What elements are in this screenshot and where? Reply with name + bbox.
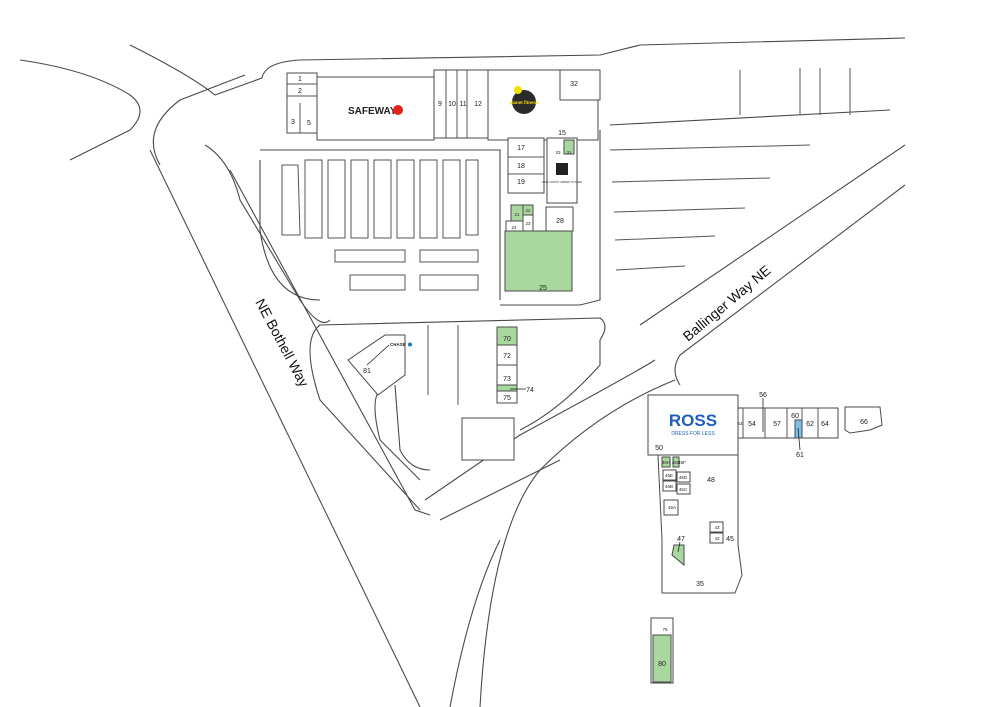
unit-label: 22 xyxy=(525,208,531,213)
unit-label: 56 xyxy=(759,392,767,399)
svg-text:KING COUNTY LIBRARY SYSTEM: KING COUNTY LIBRARY SYSTEM xyxy=(542,181,582,184)
unit-label: 11 xyxy=(459,101,466,108)
unit-label: 72 xyxy=(503,353,511,360)
unit-label: 73 xyxy=(503,376,511,383)
unit-label: 5 xyxy=(307,120,311,127)
unit-label: 46B xyxy=(665,484,673,489)
unit-label: 48 xyxy=(707,477,715,484)
unit-label: 35 xyxy=(696,581,704,588)
unit-label: 43 xyxy=(714,525,720,530)
unit-label: 3 xyxy=(291,119,295,126)
unit-label: 10 xyxy=(448,101,456,108)
unit-label: 46E xyxy=(665,473,673,478)
street-label-ballinger-way: Ballinger Way NE xyxy=(680,262,774,344)
unit-label: 46G xyxy=(672,460,681,465)
unit-label: 81 xyxy=(363,368,371,375)
unit-label: 66 xyxy=(860,419,868,426)
unit-label: 64 xyxy=(821,421,829,428)
svg-text:CHASE: CHASE xyxy=(390,342,406,347)
unit-label: 46A xyxy=(668,505,676,510)
unit-label: 12 xyxy=(474,101,482,108)
unit-label: 24 xyxy=(511,225,517,230)
unit-label: 19 xyxy=(517,179,525,186)
unit-label: 75 xyxy=(503,395,511,402)
unit-label: 54 xyxy=(748,421,756,428)
unit-61-highlight xyxy=(794,419,803,439)
unit-label: 32 xyxy=(570,81,578,88)
unit-label: 46H xyxy=(662,460,670,465)
unit-label: 50 xyxy=(655,445,663,452)
street-label-ne-bothell-way: NE Bothell Way xyxy=(252,296,312,390)
unit-label: 28 xyxy=(556,218,564,225)
svg-text:ROSS: ROSS xyxy=(669,411,717,430)
safeway-building xyxy=(316,76,435,141)
safeway-logo: SAFEWAY xyxy=(348,105,403,117)
unit-label: 76 xyxy=(662,627,668,632)
unit-label: 33 xyxy=(555,150,561,155)
ross-logo: ROSS DRESS FOR LESS xyxy=(669,411,717,437)
library-logo: KING COUNTY LIBRARY SYSTEM xyxy=(542,163,582,184)
svg-text:SAFEWAY: SAFEWAY xyxy=(348,106,397,117)
planet-fitness-logo: planet fitness xyxy=(509,86,539,114)
unit-label: 2 xyxy=(298,88,302,95)
unit-label: 45 xyxy=(726,536,734,543)
unit-label: 70 xyxy=(503,336,511,343)
parking-areas xyxy=(281,68,851,405)
unit-label: 18 xyxy=(517,163,525,170)
unit-label: 46F xyxy=(678,460,686,465)
unit-25-available xyxy=(504,230,573,292)
ross-building xyxy=(647,394,739,456)
unit-label: 62 xyxy=(806,421,814,428)
chase-logo: CHASE xyxy=(366,342,412,366)
unit-label: 57 xyxy=(773,421,781,428)
svg-text:DRESS FOR LESS: DRESS FOR LESS xyxy=(671,431,715,437)
unit-label: 80 xyxy=(658,661,666,668)
buildings xyxy=(286,69,883,684)
unit-label: 17 xyxy=(517,145,525,152)
unit-label: 15 xyxy=(558,130,566,137)
unit-label: 25 xyxy=(539,285,547,292)
unit-label: 60 xyxy=(791,413,799,420)
unit-label: 46C xyxy=(679,487,688,492)
unit-label: 31 xyxy=(566,150,572,155)
unit-label: 42 xyxy=(714,536,720,541)
unit-label: 61 xyxy=(796,452,804,459)
svg-text:planet fitness: planet fitness xyxy=(509,100,539,105)
unit-label: 74 xyxy=(526,387,534,394)
unit-label: 46D xyxy=(679,475,688,480)
unit-label: 21 xyxy=(514,212,520,217)
roads xyxy=(19,37,906,707)
unit-label: 9 xyxy=(438,101,442,108)
unit-label: 23 xyxy=(525,221,531,226)
unit-label: 53 xyxy=(737,421,743,426)
unit-label: 1 xyxy=(298,76,302,83)
unit-label: 47 xyxy=(677,536,685,543)
unit-labels: 1 2 3 5 9 10 11 12 32 15 17 18 19 33 31 … xyxy=(291,76,868,668)
